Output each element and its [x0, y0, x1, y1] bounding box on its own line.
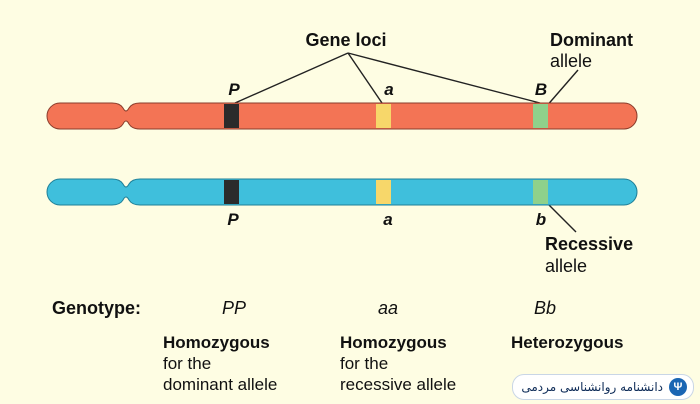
- connector-line-b: [347, 52, 541, 104]
- bottom-locus-b-band: [533, 180, 548, 204]
- psychology-logo-icon: Ψ: [669, 378, 687, 396]
- bottom-locus-b-letter: b: [535, 210, 547, 229]
- bottom-locus-p-band: [224, 180, 239, 204]
- desc-1-line1: for the: [163, 354, 212, 373]
- top-locus-b-letter: B: [534, 80, 548, 99]
- connector-line-a: [347, 52, 383, 104]
- chromosome-bottom: [46, 178, 638, 206]
- top-locus-b-band: [533, 104, 548, 128]
- top-locus-a-band: [376, 104, 391, 128]
- bottom-locus-p-letter: P: [227, 210, 239, 229]
- chromosome-top-body: [46, 102, 638, 130]
- genotype-bb: Bb: [533, 298, 557, 318]
- desc-2-heading: Homozygous: [340, 333, 447, 352]
- bottom-locus-a-band: [376, 180, 391, 204]
- gene-loci-title: Gene loci: [305, 30, 387, 50]
- dominant-label-line2: allele: [550, 51, 593, 71]
- desc-1-heading: Homozygous: [163, 333, 270, 352]
- top-locus-p-letter: P: [228, 80, 240, 99]
- genotype-pp: PP: [221, 298, 247, 318]
- dominant-pointer-line: [544, 69, 579, 109]
- desc-3-heading: Heterozygous: [511, 333, 624, 352]
- desc-2-line1: for the: [340, 354, 389, 373]
- gene-loci-connectors: [234, 52, 579, 233]
- dominant-label-line1: Dominant: [550, 30, 633, 50]
- chromosome-bottom-body: [46, 178, 638, 206]
- top-locus-p-band: [224, 104, 239, 128]
- top-locus-a-letter: a: [384, 80, 394, 99]
- chromosome-diagram: [46, 52, 638, 233]
- recessive-pointer-line: [544, 200, 577, 233]
- bottom-locus-a-letter: a: [383, 210, 393, 229]
- watermark-badge: دانشنامه روانشناسی مردمی Ψ: [512, 374, 694, 400]
- chromosome-top: [46, 102, 638, 130]
- genotype-label: Genotype:: [52, 298, 142, 318]
- desc-2-line2: recessive allele: [340, 375, 457, 394]
- desc-1-line2: dominant allele: [163, 375, 278, 394]
- recessive-label-line2: allele: [545, 256, 588, 276]
- watermark-text: دانشنامه روانشناسی مردمی: [521, 380, 663, 394]
- genotype-aa: aa: [377, 298, 399, 318]
- connector-line-p: [234, 52, 349, 104]
- recessive-label-line1: Recessive: [545, 234, 634, 254]
